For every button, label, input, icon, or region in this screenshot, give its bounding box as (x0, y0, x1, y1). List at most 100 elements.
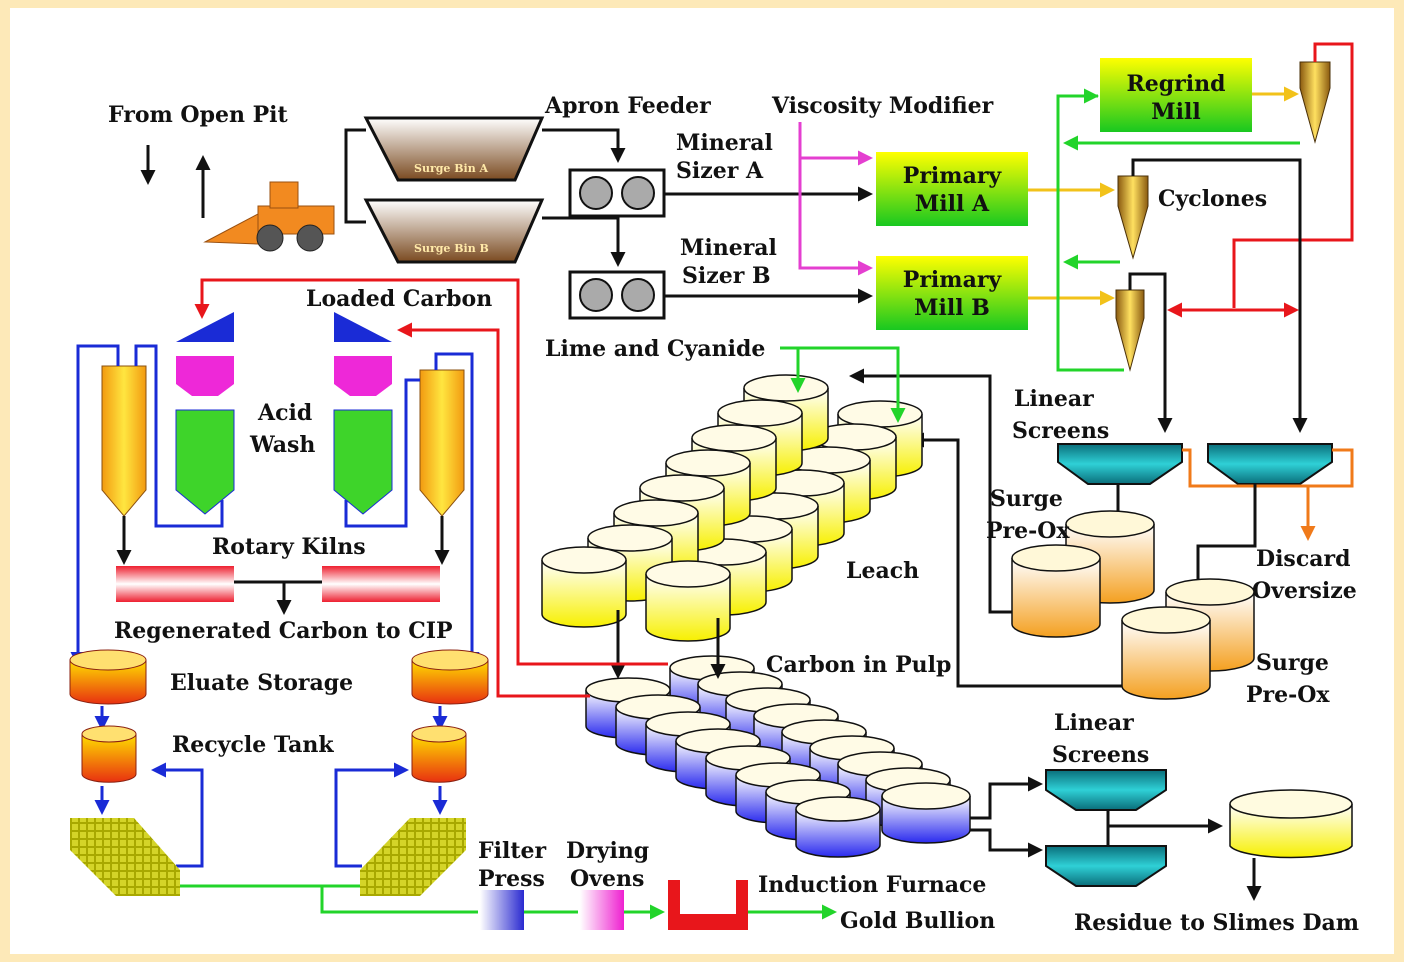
mineral-sizer-b-label-1: Mineral (680, 235, 777, 261)
screen-return-left (151, 762, 204, 868)
surge-bin-b-label: Surge Bin B (414, 242, 489, 255)
surge-preox-1-label-2: Pre-Ox (986, 518, 1070, 544)
primary-mill-a-label-2: Mill A (915, 191, 990, 217)
regenerated-carbon-label: Regenerated Carbon to CIP (114, 618, 453, 644)
surge-bin-b (363, 198, 545, 264)
mineral-sizer-a-label-1: Mineral (676, 130, 773, 156)
blue-left-outer-line (70, 344, 120, 667)
leach-label: Leach (846, 558, 919, 584)
surge-preox-1-label-1: Surge (990, 486, 1063, 512)
surge-bin-a (363, 116, 545, 182)
leach-tank (645, 560, 731, 642)
rotary-kilns-label: Rotary Kilns (212, 534, 366, 560)
elution-column-right (419, 369, 465, 517)
hopper-left (176, 312, 234, 342)
linear-screen-bottom-1 (1045, 769, 1167, 811)
leach-tank (541, 546, 627, 628)
lime-cyanide: Lime and Cyanide (545, 336, 906, 423)
bin-feed-line (344, 128, 366, 224)
cip-to-screen-arrow-2 (970, 828, 1043, 858)
linear-screens-bottom-label-1: Linear (1054, 710, 1134, 736)
cip-tank (881, 782, 971, 844)
loader-truck-icon (203, 181, 335, 252)
cyclones: Cyclones (1115, 42, 1354, 433)
mineral-sizer-b-label-2: Sizer B (682, 263, 771, 289)
induction-furnace-label: Induction Furnace (758, 872, 986, 898)
acid-wash-column-right (333, 409, 393, 515)
linear-screen-top-right (1207, 443, 1333, 485)
primary-mill-b (876, 256, 1028, 330)
mineral-sizer-a-label-2: Sizer A (676, 158, 764, 184)
linear-screens-top-label-1: Linear (1014, 386, 1094, 412)
recycle-tank-left (81, 734, 137, 783)
elution-area: Acid Wash Rotary Kilns Regenerated Carbo… (70, 312, 480, 667)
discard-oversize-label-1: Discard (1256, 546, 1350, 572)
loaded-carbon-label: Loaded Carbon (306, 286, 492, 312)
elution-column-left (101, 365, 147, 517)
rotary-kiln-left (116, 566, 234, 602)
green-recycle-line (1056, 94, 1124, 372)
surge-preox-tanks: Surge Pre-Ox Surge Pre-Ox (849, 368, 1330, 708)
viscosity-modifier: Viscosity Modifier (771, 93, 994, 276)
regrind-mill (1100, 58, 1252, 132)
acid-wash-top-right (334, 356, 392, 396)
cip-to-screen-arrow-1 (970, 776, 1043, 820)
carbon-screen-right (360, 818, 466, 896)
surge-preox-tank-2 (1121, 578, 1255, 700)
lime-to-leach-b-arrow (780, 346, 906, 423)
surge-bins: Surge Bin A Surge Bin B Apron Feeder (344, 93, 711, 267)
tailings-area: Linear Screens Residue to Slimes Dam (970, 710, 1359, 936)
cyclone-a (1117, 175, 1149, 260)
primary-mill-b-label-2: Mill B (914, 295, 990, 321)
mineral-sizers: Mineral Sizer A Mineral Sizer B (568, 130, 873, 320)
cyclones-label: Cyclones (1158, 186, 1267, 212)
blue-right-inner-line (344, 378, 420, 528)
loaded-carbon-to-right-arrow (397, 322, 590, 698)
regrind-mill-label-1: Regrind (1127, 71, 1226, 97)
gold-recovery: Filter Press Drying Ovens Induction Furn… (180, 838, 995, 934)
primary-mill-b-label-1: Primary (903, 267, 1003, 293)
screen-return-right (334, 762, 409, 868)
acid-wash-label-2: Wash (249, 432, 315, 458)
drying-ovens-label-2: Ovens (570, 866, 644, 892)
discard-oversize-label-2: Oversize (1252, 578, 1357, 604)
eluate-storage-left (69, 660, 147, 705)
primary-mill-a (876, 152, 1028, 226)
surge-preox-tank-1 (1011, 510, 1155, 638)
loaded-carbon-to-left-arrow (194, 278, 668, 666)
apron-feeder-label: Apron Feeder (544, 93, 711, 119)
cyclone-b-overflow-arrow (1128, 272, 1173, 433)
drying-ovens-label-1: Drying (566, 838, 649, 864)
linear-screens-bottom-label-2: Screens (1052, 742, 1149, 768)
surge-preox-2-label-2: Pre-Ox (1246, 682, 1330, 708)
drying-ovens (580, 890, 624, 930)
residue-label: Residue to Slimes Dam (1074, 910, 1359, 936)
hopper-right (334, 312, 392, 342)
red-recycle-line (1232, 42, 1354, 308)
induction-furnace (668, 880, 748, 930)
filter-press (480, 890, 524, 930)
linear-screens-top-label-2: Screens (1012, 418, 1109, 444)
linear-screen-bottom-2 (1045, 845, 1167, 887)
gold-bullion-label: Gold Bullion (840, 908, 995, 934)
blue-left-inner-line (134, 344, 224, 528)
linear-screen-top-left (1057, 443, 1183, 485)
blue-right-outer-line (434, 352, 480, 667)
primary-mill-a-label-1: Primary (903, 163, 1003, 189)
cyclone-b (1115, 289, 1145, 372)
residue-tank (1229, 804, 1353, 859)
carbon-in-pulp-label: Carbon in Pulp (766, 652, 951, 678)
cip-tank (795, 796, 881, 858)
filter-press-label-1: Filter (478, 838, 546, 864)
carbon-in-pulp-tanks (585, 655, 971, 858)
filter-press-label-2: Press (478, 866, 545, 892)
viscosity-line-b (798, 122, 873, 276)
surge-preox-2-label-1: Surge (1256, 650, 1329, 676)
acid-wash-column-left (175, 409, 235, 515)
acid-wash-label-1: Acid (257, 400, 312, 426)
open-pit-area: From Open Pit (108, 102, 335, 252)
recycle-tank-label: Recycle Tank (172, 732, 334, 758)
viscosity-modifier-label: Viscosity Modifier (771, 93, 994, 119)
regrind-mill-label-2: Mill (1151, 99, 1200, 125)
